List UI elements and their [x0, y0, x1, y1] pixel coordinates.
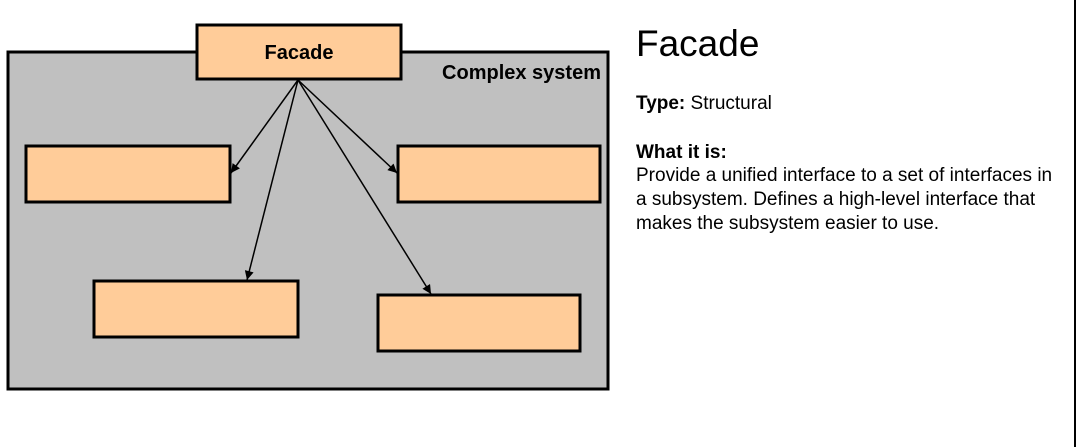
subsystem-box-top-left — [24, 144, 232, 204]
subsystem-box-bottom-left — [92, 279, 300, 339]
what-it-is-heading: What it is: — [636, 142, 727, 163]
arrow-to-bottom-right — [297, 79, 432, 295]
arrow-to-bottom-left — [244, 79, 299, 281]
subsystem-box-bottom-right — [376, 293, 582, 353]
what-it-is-text: Provide a unified interface to a set of … — [636, 165, 1053, 234]
page-right-border — [1074, 0, 1076, 447]
pattern-title: Facade — [636, 23, 760, 64]
pattern-type: Type: Structural — [636, 92, 1056, 116]
facade-box — [195, 23, 403, 81]
type-label: Type: — [636, 93, 686, 114]
arrow-to-top-left — [230, 79, 299, 174]
facade-box-label: Facade — [265, 42, 334, 64]
subsystem-box-top-right — [396, 144, 602, 204]
arrow-to-top-right — [297, 79, 398, 174]
facade-diagram: Complex system Facade — [6, 23, 610, 391]
complex-system-label: Complex system — [442, 62, 601, 84]
type-value: Structural — [690, 93, 772, 114]
description-panel: Facade Type: Structural What it is: Prov… — [636, 22, 1056, 236]
